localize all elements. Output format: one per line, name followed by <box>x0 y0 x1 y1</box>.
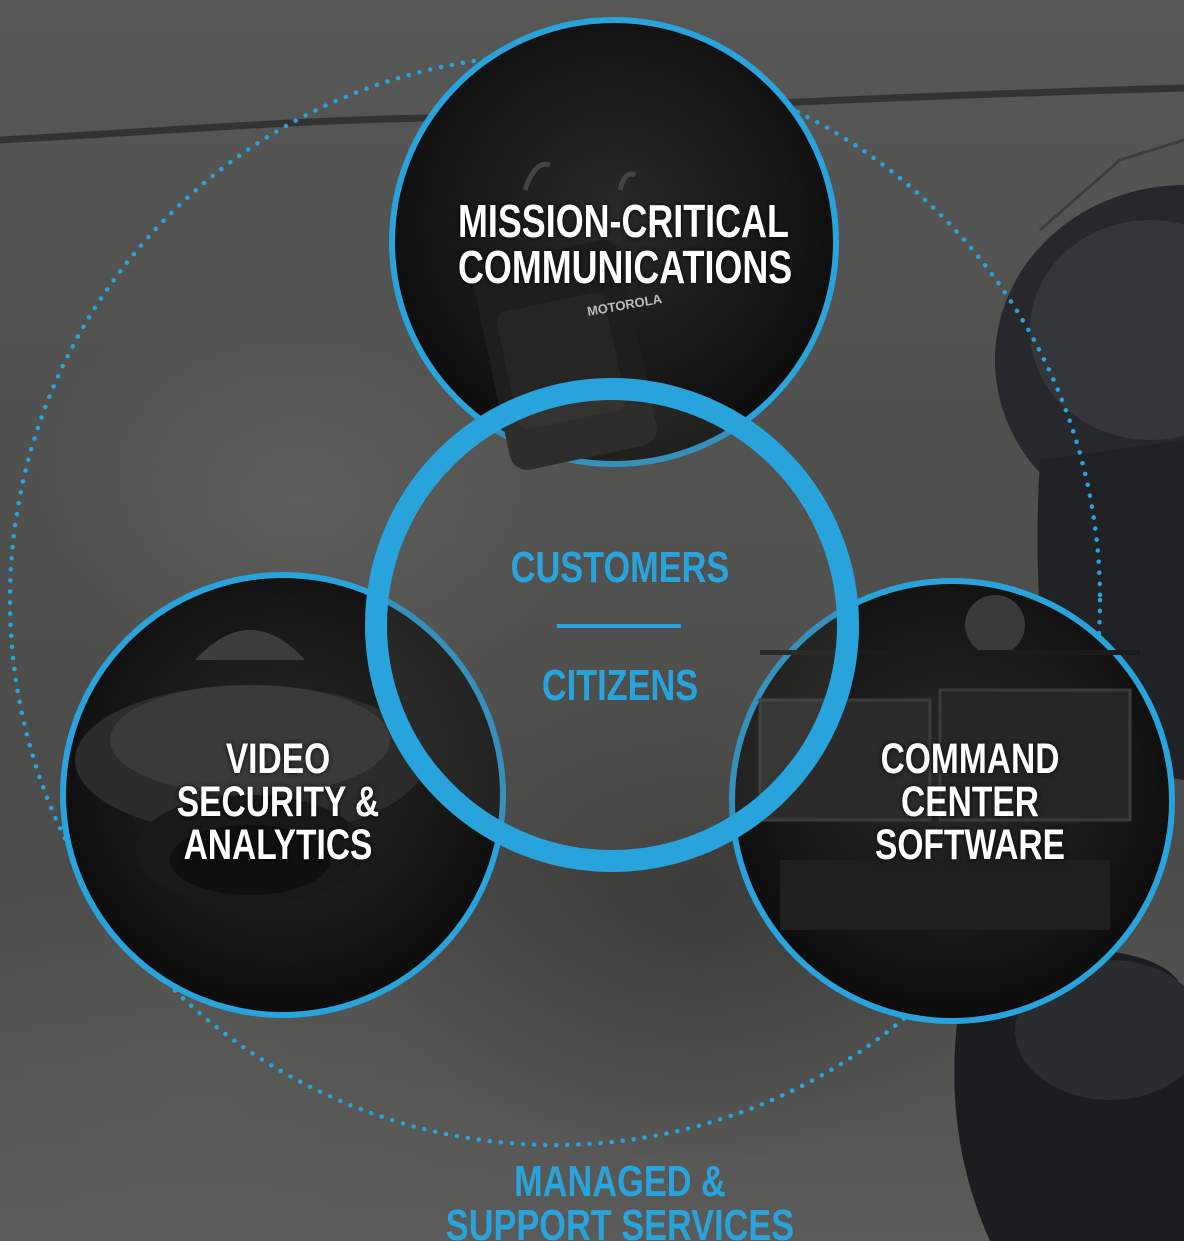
customers-label: CUSTOMERS <box>510 543 730 592</box>
officer-silhouette <box>954 185 1184 1241</box>
pavement-crack-2 <box>1039 138 1184 232</box>
managed-services-line1: MANAGED & <box>514 1157 726 1206</box>
command-label-line3: SOFTWARE <box>874 821 1066 869</box>
command-label-line2: CENTER <box>901 778 1039 826</box>
video-label: VIDEO SECURITY & ANALYTICS <box>161 738 395 867</box>
citizens-label: CITIZENS <box>541 661 699 710</box>
command-label: COMMAND CENTER SOFTWARE <box>853 738 1087 867</box>
video-label-line2: SECURITY & <box>176 778 380 826</box>
communications-label-line1: MISSION-CRITICAL <box>458 195 789 247</box>
video-label-line1: VIDEO <box>225 735 331 783</box>
managed-services-label: MANAGED & SUPPORT SERVICES <box>425 1160 815 1241</box>
communications-label: MISSION-CRITICAL COMMUNICATIONS <box>458 195 793 293</box>
managed-services-line2: SUPPORT SERVICES <box>445 1201 795 1241</box>
command-label-line1: COMMAND <box>880 735 1060 783</box>
circle-communications <box>389 17 839 470</box>
video-label-line3: ANALYTICS <box>183 821 373 869</box>
outer-ring-dotted <box>7 52 1103 1148</box>
communications-label-line2: COMMUNICATIONS <box>458 241 793 293</box>
